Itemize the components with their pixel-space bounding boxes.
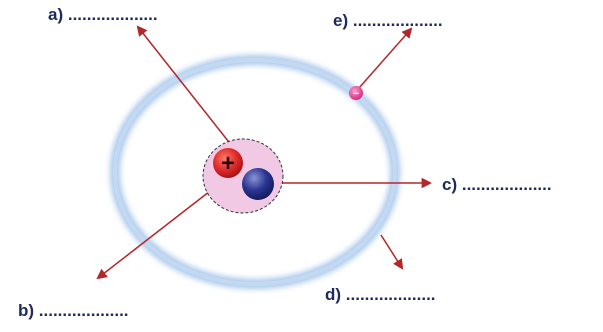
label-b-letter: b) — [18, 301, 35, 320]
label-a: a) ................... — [48, 6, 158, 23]
electron — [349, 86, 363, 100]
label-a-letter: a) — [48, 5, 64, 24]
label-a-blank: ................... — [67, 5, 158, 24]
arrow-d — [380, 234, 404, 270]
arrow-e — [358, 27, 413, 89]
electron-orbit-core — [113, 58, 397, 286]
proton — [213, 148, 243, 178]
arrow-b — [96, 187, 215, 280]
label-b: b) ................... — [18, 302, 129, 319]
label-e-blank: ................... — [352, 11, 443, 30]
label-d-blank: ................... — [345, 285, 436, 304]
label-d-letter: d) — [325, 285, 342, 304]
label-e: e) ................... — [333, 12, 443, 29]
label-c-blank: ................... — [461, 175, 552, 194]
neutron — [242, 168, 274, 200]
label-e-letter: e) — [333, 11, 349, 30]
label-c: c) ................... — [442, 176, 552, 193]
label-c-letter: c) — [442, 175, 458, 194]
arrow-a — [136, 25, 233, 147]
proton-symbol: + — [221, 150, 235, 177]
electron-symbol: − — [353, 88, 359, 100]
label-b-blank: ................... — [38, 301, 129, 320]
label-d: d) ................... — [325, 286, 436, 303]
